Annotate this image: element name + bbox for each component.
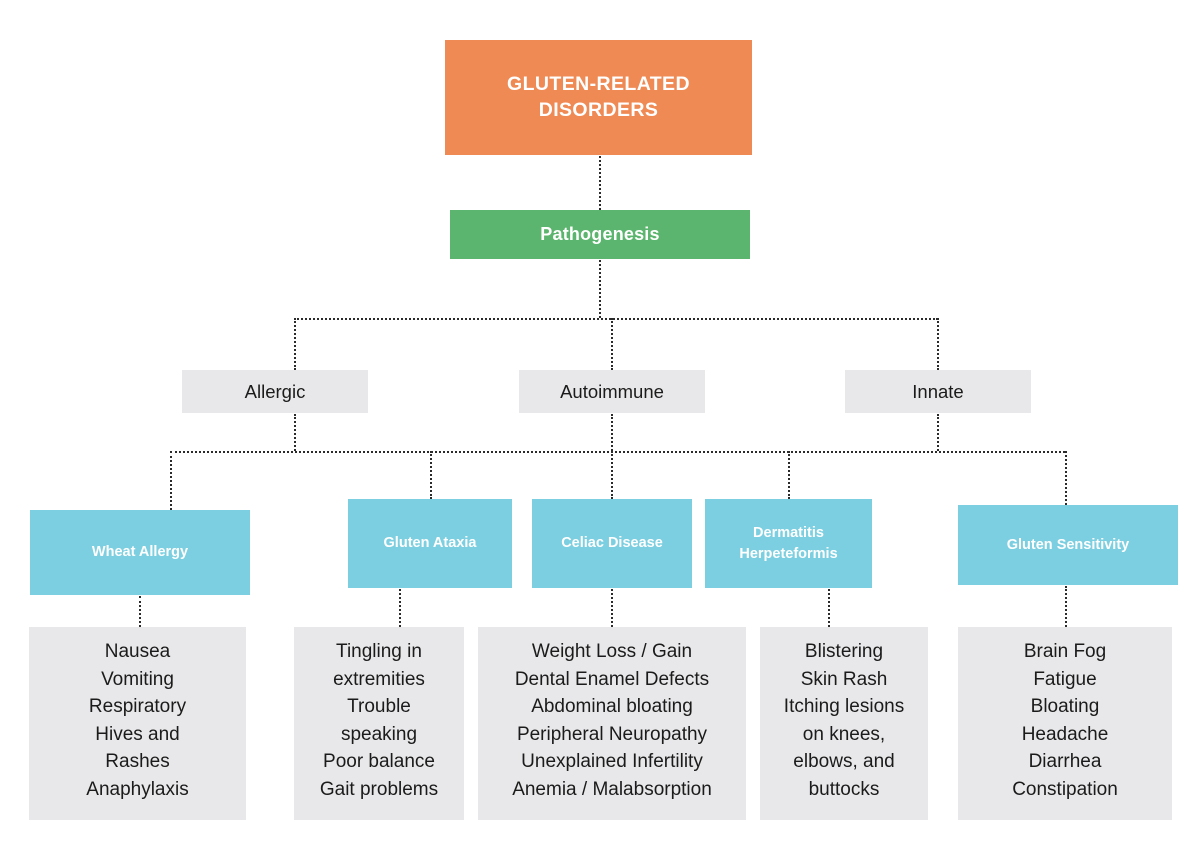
symptom-list-celiac-disease: Weight Loss / Gain Dental Enamel Defects… bbox=[478, 627, 746, 820]
connector-drop-innate bbox=[937, 318, 939, 370]
connector-drop-gluten-sensitivity bbox=[1065, 451, 1067, 505]
symptom-list-wheat-allergy: Nausea Vomiting Respiratory Hives and Ra… bbox=[29, 627, 246, 820]
disorder-label-celiac-disease: Celiac Disease bbox=[561, 535, 663, 552]
disorder-label-gluten-ataxia: Gluten Ataxia bbox=[383, 535, 477, 552]
pathogenesis-node: Pathogenesis bbox=[450, 210, 750, 259]
disorder-node-wheat-allergy: Wheat Allergy bbox=[30, 510, 250, 595]
connector-drop-allergic bbox=[294, 318, 296, 370]
connector-root-to-pathogenesis bbox=[599, 156, 601, 210]
disorder-label-wheat-allergy: Wheat Allergy bbox=[91, 544, 189, 561]
connector-drop-autoimmune bbox=[611, 318, 613, 370]
connector-autoimmune-stem bbox=[611, 414, 613, 451]
mechanism-node-allergic: Allergic bbox=[182, 370, 368, 413]
mechanism-label-autoimmune: Autoimmune bbox=[560, 380, 664, 402]
symptom-list-celiac-disease-text: Weight Loss / Gain Dental Enamel Defects… bbox=[512, 641, 712, 800]
mechanism-node-innate: Innate bbox=[845, 370, 1031, 413]
symptom-list-gluten-sensitivity-text: Brain Fog Fatigue Bloating Headache Diar… bbox=[1012, 641, 1118, 800]
symptom-list-dermatitis-herpeteformis-text: Blistering Skin Rash Itching lesions on … bbox=[783, 641, 905, 800]
connector-allergic-stem bbox=[294, 414, 296, 451]
symptom-list-gluten-ataxia-text: Tingling in extremities Trouble speaking… bbox=[319, 641, 439, 800]
disorder-node-celiac-disease: Celiac Disease bbox=[532, 499, 692, 588]
root-node-label: GLUTEN-RELATED DISORDERS bbox=[507, 72, 690, 121]
symptom-list-wheat-allergy-text: Nausea Vomiting Respiratory Hives and Ra… bbox=[86, 641, 189, 800]
symptom-list-dermatitis-herpeteformis: Blistering Skin Rash Itching lesions on … bbox=[760, 627, 928, 820]
connector-wheat-allergy-to-symptoms bbox=[139, 596, 141, 627]
pathogenesis-node-label: Pathogenesis bbox=[540, 224, 660, 244]
connector-disorder-bus bbox=[170, 451, 1065, 453]
mechanism-label-allergic: Allergic bbox=[244, 380, 306, 402]
symptom-list-gluten-sensitivity: Brain Fog Fatigue Bloating Headache Diar… bbox=[958, 627, 1172, 820]
disorder-node-gluten-ataxia: Gluten Ataxia bbox=[348, 499, 512, 588]
connector-drop-dermatitis-herpeteformis bbox=[788, 451, 790, 499]
connector-celiac-disease-to-symptoms bbox=[611, 589, 613, 627]
disorder-node-gluten-sensitivity: Gluten Sensitivity bbox=[958, 505, 1178, 585]
connector-mechanism-bus bbox=[294, 318, 938, 320]
disorder-label-dermatitis-herpeteformis: Dermatitis Herpeteformis bbox=[739, 524, 838, 562]
connector-gluten-ataxia-to-symptoms bbox=[399, 589, 401, 627]
disorder-label-gluten-sensitivity: Gluten Sensitivity bbox=[1006, 536, 1130, 553]
connector-gluten-sensitivity-to-symptoms bbox=[1065, 586, 1067, 627]
connector-pathogenesis-stem bbox=[599, 260, 601, 318]
mechanism-label-innate: Innate bbox=[912, 380, 964, 402]
root-node-gluten-related-disorders: GLUTEN-RELATED DISORDERS bbox=[445, 40, 752, 155]
mechanism-node-autoimmune: Autoimmune bbox=[519, 370, 705, 413]
connector-dermatitis-herpeteformis-to-symptoms bbox=[828, 589, 830, 627]
connector-drop-gluten-ataxia bbox=[430, 451, 432, 499]
symptom-list-gluten-ataxia: Tingling in extremities Trouble speaking… bbox=[294, 627, 464, 820]
connector-innate-stem bbox=[937, 414, 939, 451]
connector-drop-wheat-allergy bbox=[170, 451, 172, 510]
connector-drop-celiac-disease bbox=[611, 451, 613, 499]
disorder-node-dermatitis-herpeteformis: Dermatitis Herpeteformis bbox=[705, 499, 872, 588]
